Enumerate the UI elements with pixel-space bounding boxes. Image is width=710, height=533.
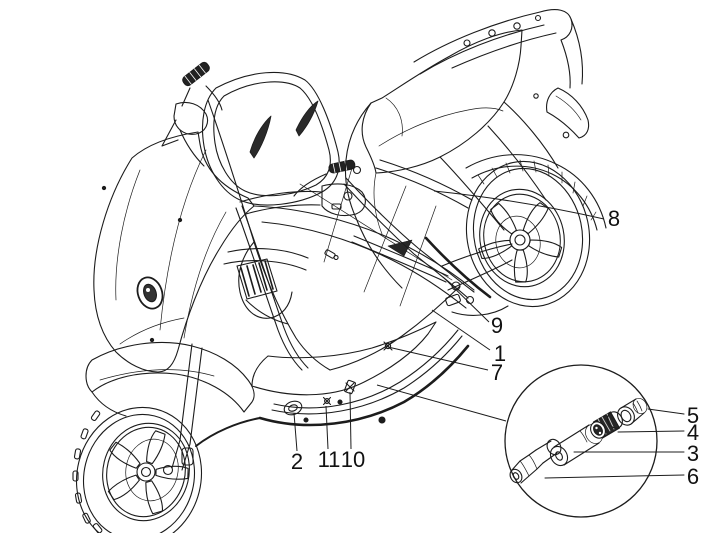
cable-clamp [383,341,393,351]
inset-circle [504,364,658,518]
leader-10 [349,391,352,450]
callout-label-5: 5 [687,403,699,428]
callout-label-2: 2 [291,449,303,474]
callout-label-1: 1 [494,341,506,366]
leader-9 [442,276,490,323]
callout-leader-lines [293,190,605,452]
rear-rack [413,9,590,139]
dashboard-cover [239,190,323,215]
callout-label-10: 10 [341,447,365,472]
rear-wheel-spokes [478,202,563,283]
inset-connector-line [376,384,507,422]
leader-5 [647,408,685,415]
front-tire-tread [72,410,103,533]
leader-8 [433,190,605,220]
callout-label-6: 6 [687,464,699,489]
leader-2 [293,412,298,452]
underbody [195,321,470,447]
front-fairing [93,131,255,373]
handlebar-left-grip [161,61,223,167]
kick-plate [236,258,278,300]
inset-leader-lines [544,408,685,479]
callout-label-7: 7 [491,360,503,385]
leader-6 [544,474,685,479]
front-wheel [72,406,203,533]
headlight-icon [136,276,164,310]
rear-wheel [465,160,591,308]
windshield-vent-left-icon [249,115,272,159]
seat [361,29,523,174]
leader-11 [325,405,329,450]
windshield-vent-right-icon [295,100,319,137]
leader-7 [387,346,489,371]
callout-label-3: 3 [687,441,699,466]
leader-1 [431,309,491,351]
callout-labels: 8 9 1 7 2 11 10 5 4 3 6 [291,206,699,489]
panel-hole [283,400,303,416]
windshield [201,71,340,206]
cable-clamp [322,396,332,406]
front-wheel-spokes [107,430,189,515]
inset-part-3-outer-sleeve [549,424,603,467]
inset-part-5-cap-nut [617,397,648,426]
cable-clamp [344,379,356,395]
transmission-cables [207,99,475,406]
tail-fin [546,87,590,139]
leader-4 [617,430,685,433]
callout-label-9: 9 [491,313,503,338]
callout-label-11: 11 [318,447,341,472]
front-fender [85,341,255,417]
callout-label-4: 4 [687,420,699,445]
leg-shield [223,205,309,371]
cable-adjuster-mid [324,249,339,261]
scooter-line-art [72,9,607,533]
detail-inset [504,364,685,518]
callout-label-8: 8 [608,206,620,231]
rear-fender [465,154,607,231]
